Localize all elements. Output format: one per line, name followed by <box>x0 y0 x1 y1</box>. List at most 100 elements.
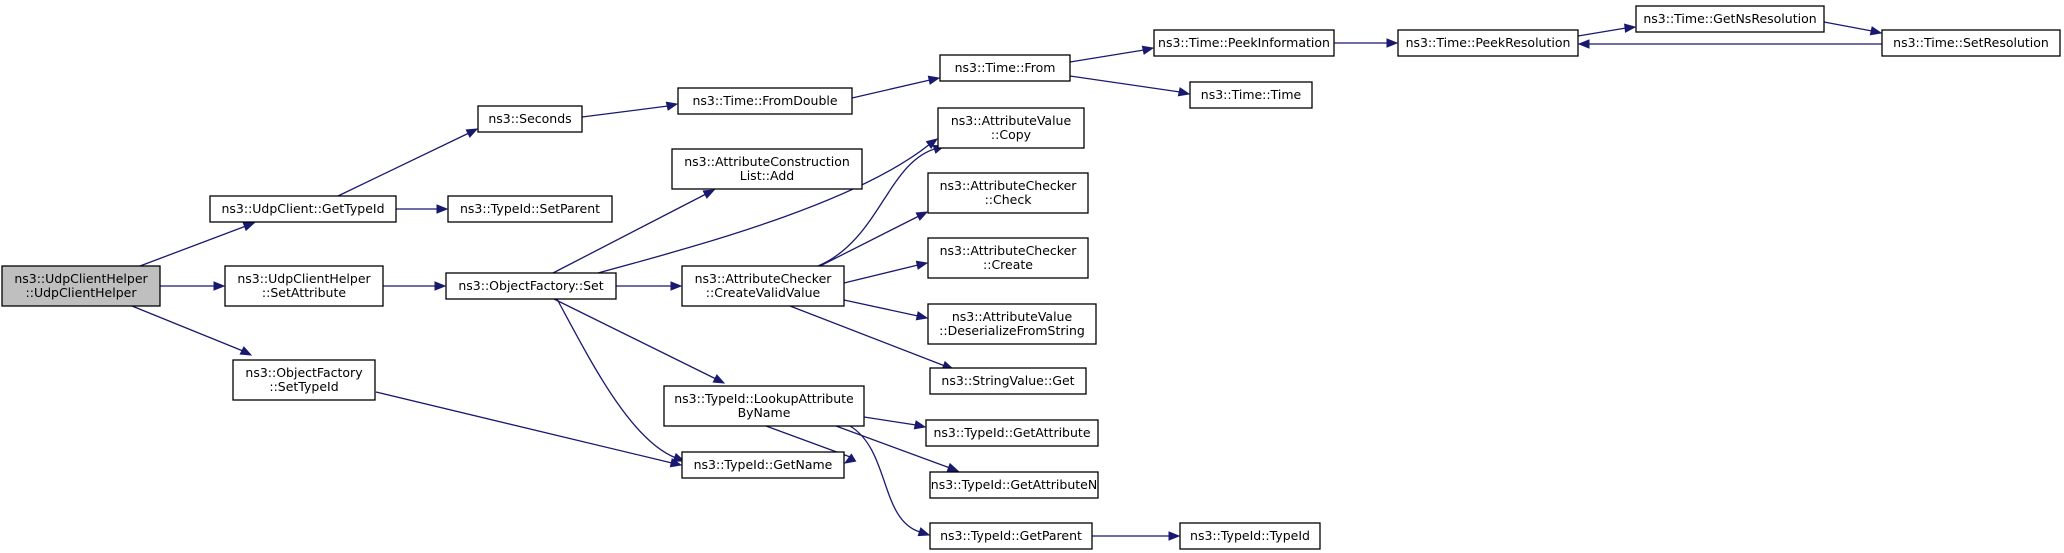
edge-arrowhead <box>712 374 726 384</box>
node-typeid-getname[interactable]: ns3::TypeId::GetName <box>681 451 845 479</box>
node-box <box>477 105 583 133</box>
node-label: ns3::Time::From <box>955 60 1056 75</box>
node-attrvalue-deser[interactable]: ns3::AttributeValue::DeserializeFromStri… <box>927 303 1097 345</box>
node-typeid-getattributen[interactable]: ns3::TypeId::GetAttributeN <box>929 471 1099 499</box>
edge-line <box>1069 49 1145 63</box>
node-box <box>224 265 384 307</box>
edge-helper_setattribute-to-objfactory_set <box>383 281 447 291</box>
node-root[interactable]: ns3::UdpClientHelper::UdpClientHelper <box>1 265 161 307</box>
node-box <box>925 419 1099 447</box>
node-box <box>445 272 617 300</box>
node-box <box>681 265 845 307</box>
edge-arrowhead <box>702 189 716 199</box>
node-typeid-typeid[interactable]: ns3::TypeId::TypeId <box>1179 522 1321 550</box>
node-box <box>663 385 865 427</box>
edge-line <box>1823 21 1873 32</box>
node-label: ns3::TypeId::GetAttributeN <box>931 477 1097 492</box>
edge-line <box>556 298 677 459</box>
node-stringvalue-get[interactable]: ns3::StringValue::Get <box>929 367 1087 395</box>
node-time-peekres[interactable]: ns3::Time::PeekResolution <box>1397 29 1579 57</box>
node-objfactory-set[interactable]: ns3::ObjectFactory::Set <box>445 272 617 300</box>
node-typeid-setparent[interactable]: ns3::TypeId::SetParent <box>447 195 613 223</box>
node-box <box>1635 5 1825 33</box>
node-label: ns3::Time::SetResolution <box>1893 35 2049 50</box>
node-seconds[interactable]: ns3::Seconds <box>477 105 583 133</box>
edge-line <box>139 225 247 267</box>
node-label: ::DeserializeFromString <box>939 323 1085 338</box>
node-helper-setattribute[interactable]: ns3::UdpClientHelper::SetAttribute <box>224 265 384 307</box>
edge-arrowhead <box>1177 87 1191 97</box>
node-checker-create[interactable]: ns3::AttributeChecker::Create <box>927 237 1089 279</box>
node-time-time[interactable]: ns3::Time::Time <box>1189 81 1313 109</box>
node-typeid-getparent[interactable]: ns3::TypeId::GetParent <box>929 522 1093 550</box>
edge-objfactory_set-to-attrconstr_add <box>552 189 716 274</box>
node-box <box>927 237 1089 279</box>
node-time-fromdouble[interactable]: ns3::Time::FromDouble <box>677 87 853 115</box>
node-label: ns3::TypeId::GetName <box>694 457 833 472</box>
node-time-from[interactable]: ns3::Time::From <box>939 54 1071 82</box>
node-box <box>232 359 376 401</box>
node-box <box>677 87 853 115</box>
edge-typeid_lookup-to-typeid_getattribute <box>863 416 927 430</box>
node-box <box>927 303 1097 345</box>
edge-line <box>819 215 920 267</box>
node-box <box>1 265 161 307</box>
node-label: ns3::ObjectFactory <box>245 365 363 380</box>
node-box <box>1153 29 1335 57</box>
node-time-getnsres[interactable]: ns3::Time::GetNsResolution <box>1635 5 1825 33</box>
node-label: ns3::TypeId::GetParent <box>940 528 1082 543</box>
edge-time_peekres-to-time_getnsres <box>1577 23 1637 37</box>
edge-arrowhead <box>672 452 686 462</box>
edge-line <box>817 147 939 267</box>
node-label: ::CreateValidValue <box>706 285 821 300</box>
node-time-peekinfo[interactable]: ns3::Time::PeekInformation <box>1153 29 1335 57</box>
edge-arrowhead <box>465 128 479 138</box>
node-box <box>681 451 845 479</box>
node-label: ns3::AttributeChecker <box>940 178 1078 193</box>
edge-line <box>375 391 673 464</box>
edge-line <box>337 132 470 197</box>
node-label: ns3::TypeId::GetAttribute <box>933 425 1090 440</box>
node-label: ::UdpClientHelper <box>26 285 138 300</box>
edges-layer <box>131 21 1883 541</box>
edge-root-to-helper_setattribute <box>160 281 226 291</box>
node-label: ns3::UdpClientHelper <box>237 271 371 286</box>
edge-checker_createvalid-to-checker_create <box>843 260 929 284</box>
node-label: ns3::Time::GetNsResolution <box>1643 11 1816 26</box>
node-label: ns3::UdpClientHelper <box>14 271 148 286</box>
node-label: ns3::Time::FromDouble <box>692 93 837 108</box>
node-typeid-getattribute[interactable]: ns3::TypeId::GetAttribute <box>925 419 1099 447</box>
node-udpclient-gettypeid[interactable]: ns3::UdpClient::GetTypeId <box>209 195 397 223</box>
edge-arrowhead <box>1869 26 1883 36</box>
edge-line <box>1577 27 1627 37</box>
edge-line <box>597 143 931 274</box>
edge-line <box>843 299 919 317</box>
node-label: ns3::AttributeValue <box>951 113 1072 128</box>
node-checker-check[interactable]: ns3::AttributeChecker::Check <box>927 172 1089 214</box>
edge-arrowhead <box>670 281 683 291</box>
node-checker-createvalid[interactable]: ns3::AttributeChecker::CreateValidValue <box>681 265 845 307</box>
edge-typeid_lookup-to-typeid_getattributen <box>835 425 960 472</box>
node-time-setres[interactable]: ns3::Time::SetResolution <box>1881 29 2061 57</box>
edge-checker_createvalid-to-attrvalue_deser <box>843 299 929 321</box>
edge-line <box>789 305 946 367</box>
node-box <box>937 107 1085 149</box>
node-box <box>939 54 1071 82</box>
node-box <box>671 148 863 190</box>
node-attrvalue-copy[interactable]: ns3::AttributeValue::Copy <box>937 107 1085 149</box>
node-box <box>929 367 1087 395</box>
node-label: ::Copy <box>991 127 1032 142</box>
node-objfactory-settypeid[interactable]: ns3::ObjectFactory::SetTypeId <box>232 359 376 401</box>
edge-arrowhead <box>665 101 679 111</box>
node-box <box>929 522 1093 550</box>
edge-arrowhead <box>1168 531 1181 541</box>
node-label: ns3::Time::PeekInformation <box>1158 35 1330 50</box>
node-label: ::SetTypeId <box>269 379 338 394</box>
edge-time_fromdouble-to-time_from <box>851 75 941 99</box>
node-label: ns3::TypeId::LookupAttribute <box>674 391 854 406</box>
edge-arrowhead <box>843 453 857 464</box>
node-box <box>1189 81 1313 109</box>
node-box <box>1397 29 1579 57</box>
